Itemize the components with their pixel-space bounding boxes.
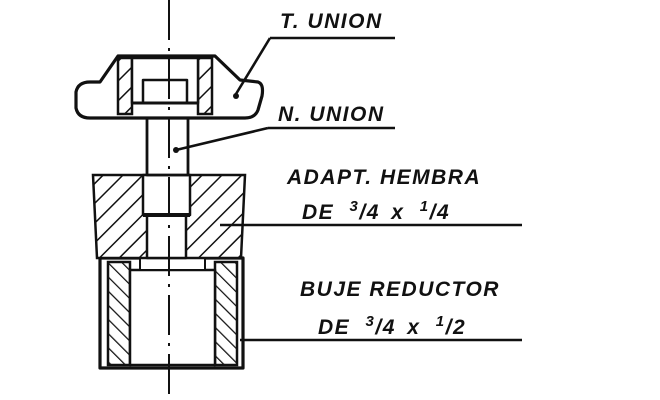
buje-reductor-part [98, 256, 245, 370]
adapt-size-label: DE 3/4 x 1/4 [302, 198, 450, 224]
leader-lines [173, 36, 522, 342]
buje-reductor-label: BUJE REDUCTOR [300, 278, 500, 301]
buje-size-label: DE 3/4 x 1/2 [318, 313, 466, 339]
adapt-hembra-label: ADAPT. HEMBRA [286, 166, 481, 189]
n-union-label: N. UNION [278, 103, 385, 126]
t-union-label: T. UNION [280, 10, 383, 33]
